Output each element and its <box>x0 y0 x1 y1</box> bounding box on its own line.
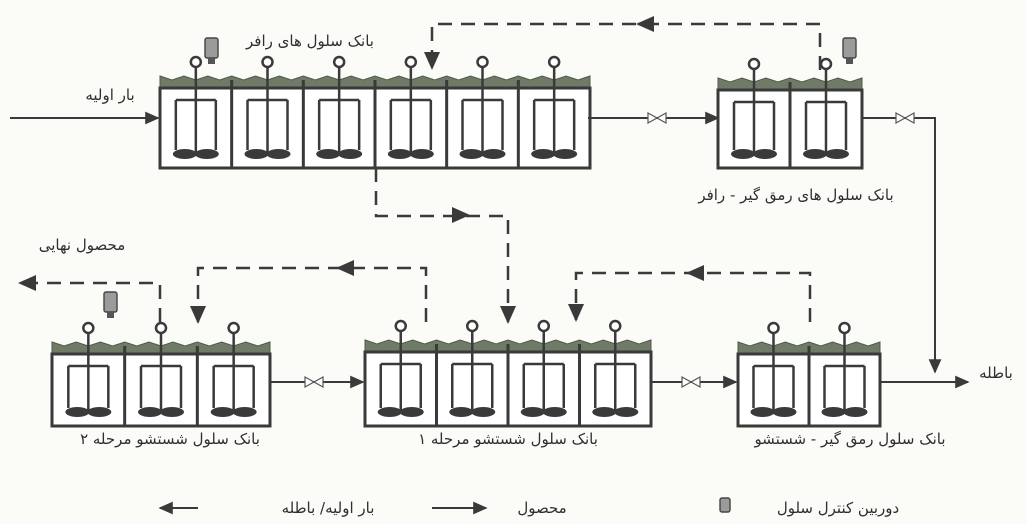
scavenger-rougher-label: بانک سلول های رمق گیر - رافر <box>697 186 893 204</box>
impeller-icon <box>316 55 363 159</box>
cameras <box>103 37 857 318</box>
impeller-icon <box>377 319 424 417</box>
cleaner-stage1-label: بانک سلول شستشو مرحله ۱ <box>418 430 598 448</box>
valve-icon <box>304 375 324 389</box>
legend-product-label: محصول <box>517 499 566 517</box>
camera-icon <box>842 37 857 64</box>
scavenger-rougher-bank <box>716 57 864 170</box>
impeller-icon <box>65 321 112 417</box>
impeller-icon <box>172 55 219 159</box>
impeller-icon <box>803 57 849 159</box>
legend: بار اولیه/ باطله محصول دوربین کنترل سلول <box>158 497 899 517</box>
cleaner-stage2-bank <box>50 321 272 428</box>
impeller-icon <box>387 55 434 159</box>
impeller-icon <box>520 319 567 417</box>
cleaner-stage1-bank <box>363 319 653 428</box>
impeller-icon <box>459 55 506 159</box>
labels: بار اولیه بانک سلول های رافر بانک سلول ه… <box>39 32 1013 448</box>
cleaner-stage2-label: بانک سلول شستشو مرحله ۲ <box>80 430 260 448</box>
tailings-label: باطله <box>979 364 1013 382</box>
impeller-icon <box>731 57 777 159</box>
final-product-line <box>18 275 162 322</box>
camera-icon <box>204 37 219 64</box>
impeller-icon <box>244 55 291 159</box>
impeller-icon <box>449 319 496 417</box>
valve-icon <box>895 111 915 125</box>
scavenger-cleaner-label: بانک سلول رمق گیر - شستشو <box>753 430 945 448</box>
scavenger-cleaner-recycle-line <box>568 271 812 322</box>
dashed-flow-lines <box>18 16 822 324</box>
scavenger-recycle-line <box>424 22 822 70</box>
feed-in-label: بار اولیه <box>85 86 134 104</box>
valves <box>304 111 915 389</box>
stage1-concentrate-line <box>190 266 428 324</box>
legend-camera-label: دوربین کنترل سلول <box>777 499 899 517</box>
rougher-bank-label: بانک سلول های رافر <box>245 32 374 50</box>
valve-icon <box>681 375 701 389</box>
impeller-icon <box>531 55 578 159</box>
impeller-icon <box>821 321 868 417</box>
camera-icon <box>719 497 731 513</box>
impeller-icon <box>750 321 797 417</box>
rougher-concentrate-line <box>374 168 516 324</box>
valve-icon <box>647 111 667 125</box>
flotation-tanks <box>50 55 882 428</box>
legend-feed-tailings-label: بار اولیه/ باطله <box>282 499 375 517</box>
scavenger-cleaner-bank <box>736 321 882 428</box>
impeller-icon <box>592 319 639 417</box>
final-product-label: محصول نهایی <box>39 236 125 254</box>
impeller-icon <box>210 321 257 417</box>
scavenger-tailings-line <box>862 117 942 374</box>
rougher-bank <box>158 55 592 170</box>
impeller-icon <box>138 321 184 417</box>
camera-icon <box>103 291 118 318</box>
